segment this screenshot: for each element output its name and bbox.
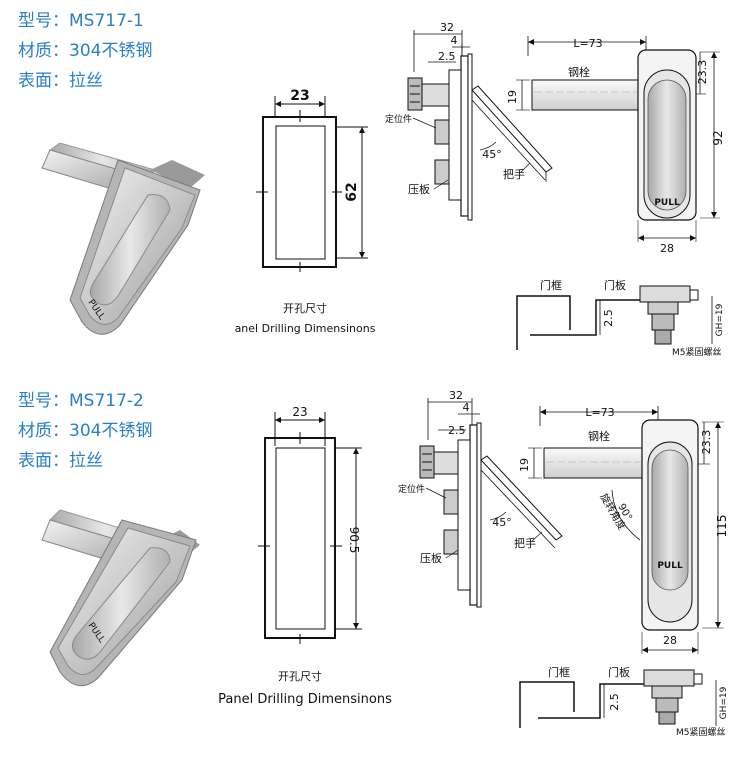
spec-block-2: 型号：MS717-2 材质：304不锈钢 表面：拉丝 — [18, 386, 152, 476]
model-label: 型号：MS717-2 — [18, 391, 144, 411]
bolt-label: 钢栓 — [568, 65, 590, 79]
model-label: 型号：MS717-1 — [18, 11, 144, 31]
height-label: 115 — [715, 515, 729, 538]
cutout-height: 90.5 — [347, 527, 361, 554]
width-label: 28 — [660, 242, 674, 255]
cutout-width: 23 — [292, 405, 307, 419]
cutout-drawing: 23 62 开孔尺寸 anel Drilling Dimensinons — [235, 88, 376, 335]
pull-mark-front: PULL — [657, 561, 683, 571]
height-label: 92 — [711, 130, 725, 145]
dim-19: 19 — [506, 90, 519, 104]
material-label: 材质：304不锈钢 — [18, 421, 153, 441]
dim-32: 32 — [440, 21, 454, 34]
cutout-drawing: 23 90.5 开孔尺寸 Panel Drilling Dimensinons — [218, 405, 392, 707]
dim-4: 4 — [451, 34, 458, 47]
cutout-caption-en: Panel Drilling Dimensinons — [218, 692, 392, 707]
frame-label: 门框 — [540, 278, 562, 292]
section-2: PULL 23 90.5 开孔尺寸 Panel Drilling Dimensi… — [41, 389, 729, 738]
front-view: L=73 19 钢栓 PULL 92 23.3 — [506, 36, 725, 255]
handle-label: 把手 — [503, 167, 525, 181]
section-1: PULL 23 62 开孔尺寸 anel Drilling Dimensinon… — [41, 21, 725, 358]
install-view: 2.5 GH=19 门框 门板 M5紧固螺丝 — [519, 665, 729, 738]
cutout-caption-en: anel Drilling Dimensinons — [235, 322, 376, 335]
handle-label: 把手 — [514, 536, 536, 550]
dim-4: 4 — [463, 401, 470, 414]
length-label: L=73 — [573, 37, 602, 50]
install-dim-2-5: 2.5 — [602, 309, 615, 327]
frame-label: 门框 — [548, 665, 570, 679]
gh-label: GH=19 — [719, 686, 729, 719]
dim-2-5: 2.5 — [438, 50, 456, 63]
gh-label: GH=19 — [715, 303, 725, 336]
press-plate-label: 压板 — [420, 551, 442, 565]
width-label: 28 — [663, 634, 677, 647]
angle-label: 45° — [482, 148, 502, 161]
install-view: 2.5 GH=19 门框 门板 M5紧固螺丝 — [516, 278, 725, 358]
panel-label: 门板 — [608, 665, 630, 679]
pull-mark-front: PULL — [654, 198, 680, 208]
bolt-label: 钢栓 — [588, 429, 610, 443]
cutout-height: 62 — [344, 182, 360, 201]
dim-32: 32 — [449, 389, 463, 402]
product-photo: PULL — [41, 142, 205, 335]
cutout-caption-cn: 开孔尺寸 — [283, 301, 327, 315]
material-label: 材质：304不锈钢 — [18, 41, 153, 61]
dim-23-3: 23.3 — [700, 430, 713, 455]
press-plate-label: 压板 — [408, 182, 430, 196]
product-photo: PULL — [41, 509, 200, 687]
length-label: L=73 — [585, 406, 614, 419]
dim-2-5: 2.5 — [448, 424, 466, 437]
side-view: 32 4 2.5 45° 定位件 压板 把手 — [385, 21, 553, 221]
cutout-caption-cn: 开孔尺寸 — [278, 669, 322, 683]
surface-label: 表面：拉丝 — [18, 451, 103, 471]
cutout-width: 23 — [290, 88, 309, 104]
spec-block-1: 型号：MS717-1 材质：304不锈钢 表面：拉丝 — [18, 6, 152, 96]
dim-19: 19 — [518, 458, 531, 472]
side-view: 32 4 2.5 45° 定位件 压板 把手 — [398, 389, 563, 608]
screw-label: M5紧固螺丝 — [672, 346, 722, 358]
panel-label: 门板 — [604, 278, 626, 292]
install-dim-2-5: 2.5 — [608, 693, 621, 711]
screw-label: M5紧固螺丝 — [676, 726, 726, 738]
angle-label: 45° — [492, 516, 512, 529]
surface-label: 表面：拉丝 — [18, 71, 103, 91]
locator-label: 定位件 — [385, 113, 412, 125]
locator-label: 定位件 — [398, 483, 425, 495]
dim-23-3: 23.3 — [696, 60, 709, 85]
